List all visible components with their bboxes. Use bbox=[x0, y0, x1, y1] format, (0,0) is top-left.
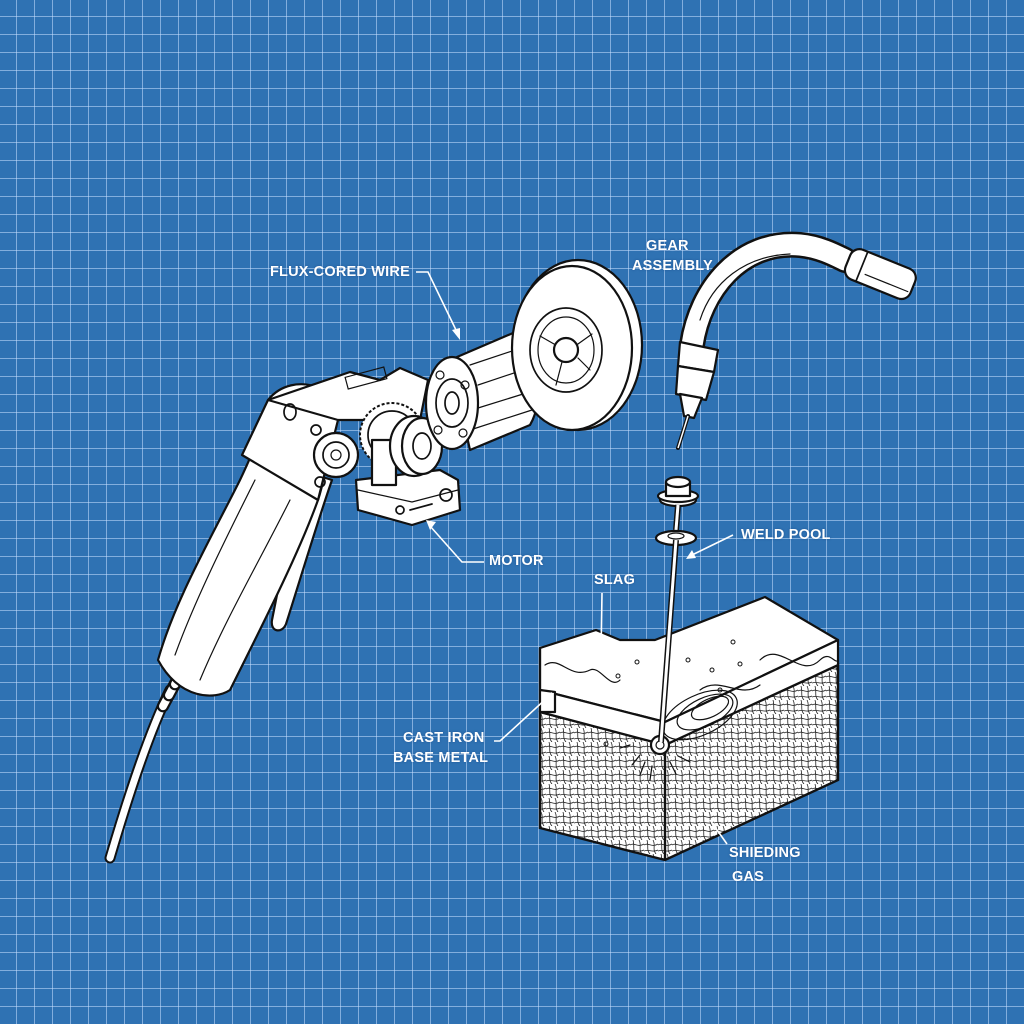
nozzle-insulator bbox=[654, 475, 700, 547]
label-gear-assembly: GEAR ASSEMBLY bbox=[632, 236, 722, 276]
label-weld-pool: WELD POOL bbox=[741, 527, 831, 543]
label-shielding-gas: SHIEDING GAS bbox=[729, 843, 801, 885]
wire-spool bbox=[510, 258, 644, 432]
label-gear-assembly-line1: GEAR bbox=[646, 238, 689, 254]
label-cast-iron-base-metal: CAST IRON BASE METAL bbox=[393, 728, 488, 768]
label-shielding-gas-line2: GAS bbox=[732, 869, 765, 885]
label-motor: MOTOR bbox=[489, 553, 544, 569]
gooseneck-nozzle bbox=[674, 231, 917, 420]
label-flux-cored-wire: FLUX-CORED WIRE bbox=[270, 264, 410, 280]
welding-gun-handle bbox=[156, 366, 430, 697]
leader-lines bbox=[416, 271, 734, 845]
base-metal-block bbox=[538, 595, 840, 862]
label-cast-iron-line2: BASE METAL bbox=[393, 750, 489, 766]
label-gear-assembly-line2: ASSEMBLY bbox=[632, 258, 713, 274]
label-cast-iron-line1: CAST IRON bbox=[403, 730, 485, 746]
label-slag: SLAG bbox=[594, 572, 636, 588]
label-shielding-gas-line1: SHIEDING bbox=[729, 845, 801, 861]
drive-gear-housing bbox=[354, 402, 462, 527]
